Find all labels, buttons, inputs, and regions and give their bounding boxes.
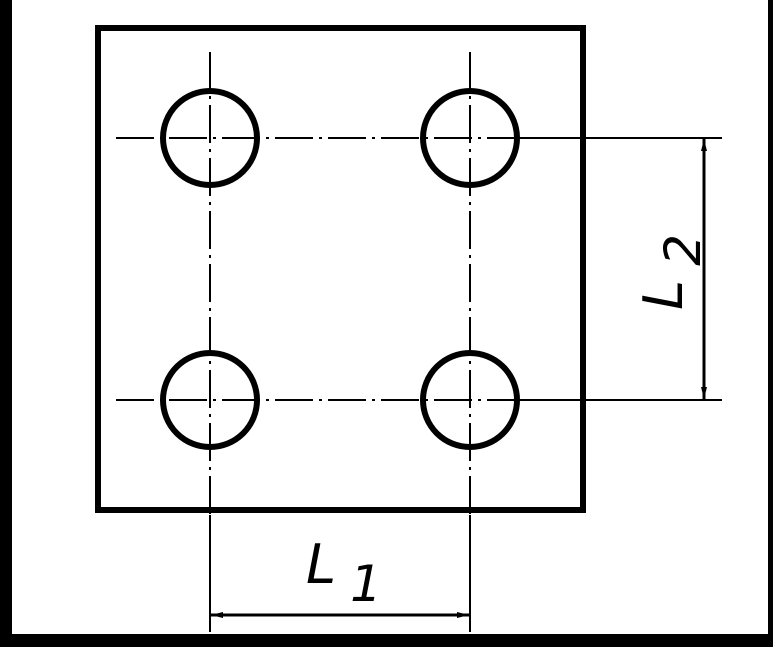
bottom-border-bar [0, 634, 773, 647]
dimension-l2-subscript: 2 [654, 234, 712, 266]
dimension-l2-symbol: L [632, 280, 695, 310]
hole-top-right [420, 88, 520, 188]
dimension-label-l2: L2 [632, 234, 712, 310]
left-border-bar [0, 0, 12, 647]
right-border-bar [768, 0, 773, 647]
dimension-l1-symbol: L [306, 533, 336, 596]
dimension-l1-subscript: 1 [350, 555, 382, 613]
hole-bottom-right [420, 350, 520, 450]
plate-outline [95, 25, 586, 513]
hole-top-left [160, 88, 260, 188]
hole-bottom-left [160, 350, 260, 450]
